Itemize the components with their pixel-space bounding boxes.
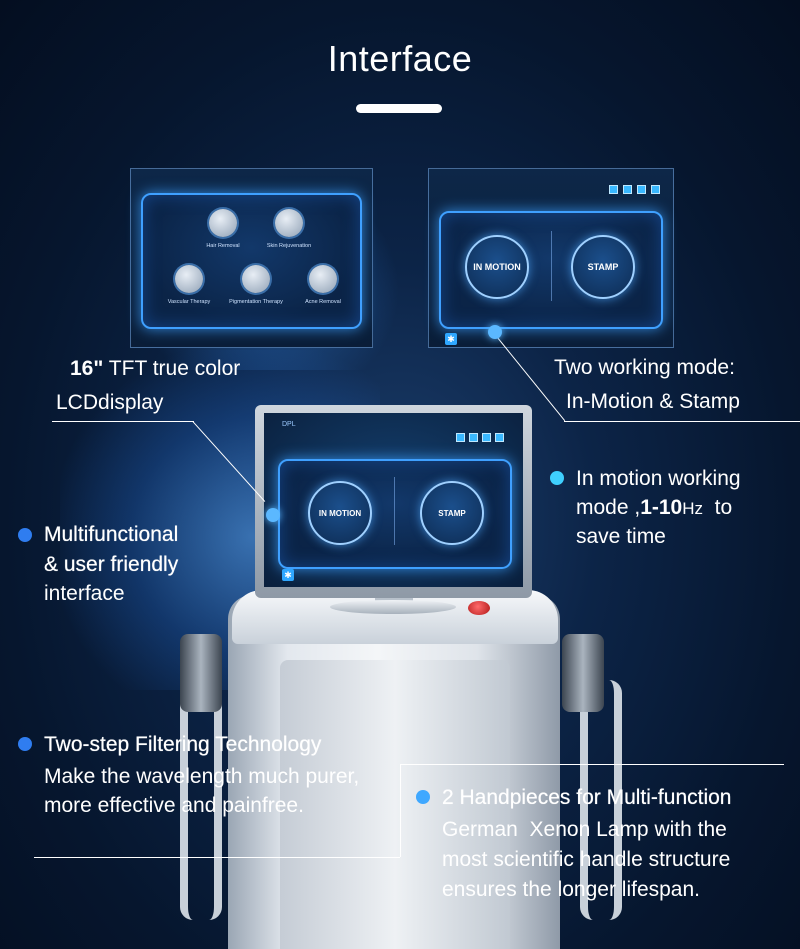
- brand-label: DPL: [282, 421, 296, 428]
- machine-front-panel: [280, 660, 510, 949]
- monitor-mode-display: IN MOTION STAMP: [278, 459, 512, 569]
- in-motion-button[interactable]: IN MOTION: [465, 235, 529, 299]
- modes-callout-line2: In-Motion & Stamp: [566, 390, 740, 413]
- callout-line-filter-v: [400, 764, 401, 857]
- filter-title: Two-step Filtering Technology: [44, 733, 322, 756]
- hand-line1: German Xenon Lamp with the: [442, 818, 727, 841]
- inmotion-line3: save time: [576, 525, 666, 548]
- stamp-button[interactable]: STAMP: [571, 235, 635, 299]
- filter-line1: Make the wavelength much purer,: [44, 765, 360, 788]
- monitor-mode-divider: [394, 477, 395, 545]
- menu-item-skin-rejuvenation[interactable]: Skin Rejuvenation: [266, 243, 312, 249]
- status-icon-4[interactable]: [651, 185, 660, 194]
- mode-select-screen: IN MOTION STAMP ✱: [428, 168, 674, 348]
- lcd-menu-display: Hair Removal Skin Rejuvenation Vascular …: [141, 193, 362, 329]
- modes-callout-line1: Two working mode:: [554, 356, 735, 379]
- monitor-stand: [330, 600, 456, 614]
- filter-line2: more effective and painfree.: [44, 794, 304, 817]
- inmotion-line2: mode ,1-10Hz to: [576, 496, 733, 519]
- callout-line-lcd-h: [52, 421, 194, 422]
- hair-follicle-icon: [209, 209, 237, 237]
- status-icon-3[interactable]: [637, 185, 646, 194]
- multi-line3: interface: [44, 582, 125, 605]
- multi-line2: & user friendly: [44, 553, 179, 576]
- callout-line-filter-h: [34, 857, 400, 858]
- title-underline: [356, 104, 442, 113]
- mode-divider: [551, 231, 552, 301]
- monitor-icon-2[interactable]: [469, 433, 478, 442]
- monitor-screen: DPL IN MOTION STAMP ✱: [264, 413, 523, 587]
- left-cable: [180, 680, 222, 920]
- menu-item-vascular-therapy[interactable]: Vascular Therapy: [167, 299, 211, 305]
- monitor-icon-4[interactable]: [495, 433, 504, 442]
- bullet-inmotion: [550, 471, 564, 485]
- status-icon-1[interactable]: [609, 185, 618, 194]
- acne-icon: [309, 265, 337, 293]
- emergency-stop-button[interactable]: [468, 601, 490, 615]
- menu-item-pigmentation-therapy[interactable]: Pigmentation Therapy: [229, 299, 283, 305]
- face-icon: [275, 209, 303, 237]
- monitor-icon-3[interactable]: [482, 433, 491, 442]
- left-handpiece: [180, 634, 222, 712]
- bullet-filtering: [18, 737, 32, 751]
- vascular-icon: [175, 265, 203, 293]
- lcd-callout-line2: LCDdisplay: [56, 391, 164, 414]
- monitor-icon-bar: [456, 433, 504, 442]
- top-icon-bar: [609, 185, 660, 194]
- right-cable: [580, 680, 622, 920]
- callout-dot-lcd: [266, 508, 280, 522]
- inmotion-line1: In motion working: [576, 467, 741, 490]
- monitor-stamp-button[interactable]: STAMP: [420, 481, 484, 545]
- monitor-settings-gear-icon[interactable]: ✱: [282, 569, 294, 581]
- status-icon-2[interactable]: [623, 185, 632, 194]
- frequency-range: 1-10: [640, 496, 683, 519]
- lcd-callout-line1: 16" TFT true color: [70, 357, 241, 380]
- monitor-in-motion-button[interactable]: IN MOTION: [308, 481, 372, 545]
- menu-item-acne-removal[interactable]: Acne Removal: [305, 299, 341, 305]
- lcd-menu-screen: Hair Removal Skin Rejuvenation Vascular …: [130, 168, 373, 348]
- settings-gear-icon[interactable]: ✱: [445, 333, 457, 345]
- multi-line1: Multifunctional: [44, 523, 179, 546]
- callout-line-hand-h: [400, 764, 784, 765]
- hand-line2: most scientific handle structure: [442, 848, 731, 871]
- page-title: Interface: [327, 38, 473, 79]
- lcd-size: 16": [70, 357, 104, 380]
- hand-line3: ensures the longer lifespan.: [442, 878, 700, 901]
- monitor-icon-1[interactable]: [456, 433, 465, 442]
- menu-item-hair-removal[interactable]: Hair Removal: [206, 243, 240, 249]
- callout-line-modes-h: [564, 421, 800, 422]
- bullet-handpieces: [416, 790, 430, 804]
- right-handpiece: [562, 634, 604, 712]
- bullet-multifunctional: [18, 528, 32, 542]
- pigment-dots-icon: [242, 265, 270, 293]
- hand-title: 2 Handpieces for Multi-function: [442, 786, 732, 809]
- mode-display: IN MOTION STAMP: [439, 211, 663, 329]
- callout-dot-modes: [488, 325, 502, 339]
